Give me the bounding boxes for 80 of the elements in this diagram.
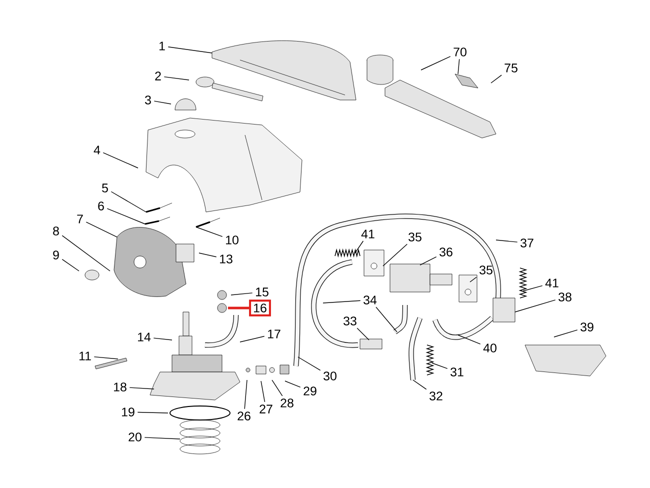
leader-line — [230, 292, 253, 296]
leader-line — [470, 276, 477, 282]
callout-number: 31 — [450, 368, 464, 376]
callout-number: 28 — [280, 398, 294, 408]
callout-number: 14 — [138, 332, 151, 342]
leader-line — [198, 252, 217, 258]
leader-line — [458, 334, 481, 344]
leader-line — [514, 300, 556, 312]
leader-line — [144, 437, 180, 440]
leader-line — [62, 258, 80, 272]
callout-number: 3 — [145, 96, 151, 104]
leader-line — [102, 152, 138, 168]
leader-line — [522, 285, 543, 292]
callout-number: 20 — [128, 432, 142, 442]
callout-number: 30 — [324, 372, 336, 380]
leader-line — [376, 306, 398, 332]
callout-number: 33 — [344, 316, 356, 326]
leader-line — [137, 412, 168, 414]
callout-number: 29 — [304, 386, 316, 396]
leader-line — [496, 240, 518, 242]
leader-line — [354, 240, 364, 254]
callout-number: 32 — [430, 392, 442, 400]
callout-number: 36 — [440, 248, 452, 256]
leader-line — [420, 256, 437, 266]
callout-number: 6 — [98, 202, 104, 210]
leader-line — [412, 380, 427, 390]
callout-number: 35 — [480, 266, 492, 274]
leader-line — [298, 356, 321, 371]
leader-line — [554, 330, 578, 338]
leader-line — [356, 328, 370, 340]
callout-number: 35 — [408, 232, 422, 242]
leader-line — [240, 336, 265, 342]
callout-number: 4 — [94, 146, 100, 154]
callout-number: 26 — [238, 412, 250, 420]
leader-line — [62, 235, 110, 272]
callout-number: 38 — [558, 292, 572, 302]
callout-number: 10 — [226, 236, 238, 244]
callout-number: 18 — [114, 382, 126, 392]
leader-line — [228, 306, 250, 310]
callout-number: 17 — [268, 330, 280, 338]
callout-number: 27 — [260, 404, 272, 414]
callout-number: 7 — [77, 214, 83, 224]
leader-line — [94, 356, 118, 360]
callout-number: 11 — [79, 352, 91, 360]
leader-line — [382, 244, 408, 266]
leader-line — [284, 380, 301, 388]
leader-line — [272, 380, 283, 396]
leader-line — [490, 74, 502, 84]
leader-line — [322, 300, 361, 304]
leader-line — [164, 76, 190, 80]
leader-line — [260, 380, 266, 402]
callout-number: 1 — [159, 42, 165, 50]
callout-number: 19 — [122, 408, 134, 416]
callout-number: 75 — [504, 64, 518, 72]
leader-line — [154, 100, 172, 104]
callout-number: 40 — [483, 344, 496, 352]
leader-line — [168, 46, 212, 54]
leader-line — [196, 226, 223, 237]
callout-number: 41 — [545, 278, 558, 288]
leader-line — [129, 387, 154, 390]
callout-number: 13 — [220, 254, 232, 264]
leader-line — [106, 208, 146, 224]
callout-number: 8 — [53, 226, 59, 236]
callout-number: 70 — [454, 48, 466, 56]
callout-number: 2 — [155, 72, 161, 80]
leader-line — [432, 362, 448, 369]
leader-line — [458, 58, 460, 74]
leader-line — [86, 222, 118, 238]
callout-number: 34 — [364, 296, 377, 304]
callout-number: 39 — [580, 322, 594, 332]
callout-number: 9 — [53, 250, 59, 260]
leader-line — [153, 338, 172, 340]
highlighted-callout-number: 16 — [249, 300, 271, 316]
callout-number: 15 — [256, 288, 268, 296]
callout-number: 37 — [520, 238, 534, 248]
leader-line — [420, 56, 451, 70]
leader-line — [110, 191, 146, 212]
leader-line — [244, 380, 248, 410]
callout-number: 41 — [361, 230, 374, 238]
callout-number: 5 — [102, 184, 108, 192]
